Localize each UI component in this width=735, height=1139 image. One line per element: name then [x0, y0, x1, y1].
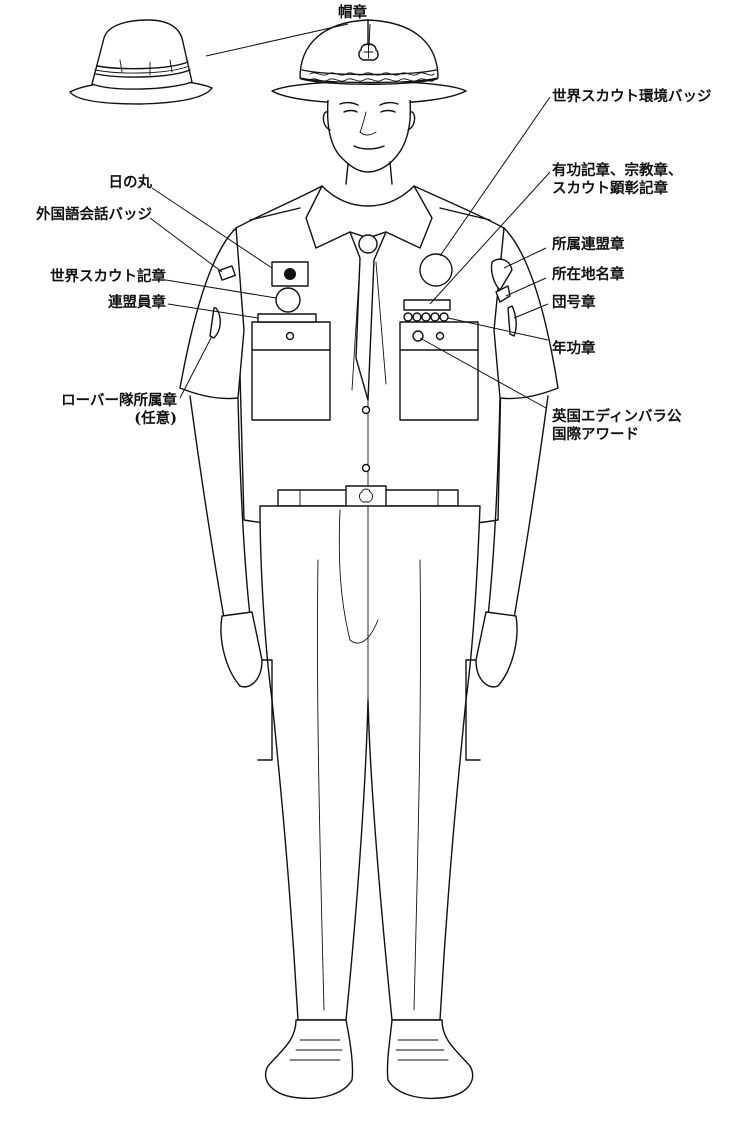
- duke-award-label-line2: 国際アワード: [552, 426, 639, 443]
- hinomaru-label: 日の丸: [108, 174, 153, 191]
- rover-badge-label-line2: (任意): [134, 410, 177, 427]
- service-stars-label: 年功章: [552, 340, 596, 357]
- leader-lines: [149, 23, 551, 409]
- hat-badge-label: 帽章: [338, 4, 367, 21]
- troop-number-badge-label: 団号章: [552, 294, 596, 311]
- belt-drawing: [277, 485, 459, 511]
- arms-drawing: [189, 395, 549, 688]
- foreign-language-badge-label: 外国語会話バッジ: [36, 206, 152, 223]
- world-scout-emblem-label: 世界スカウト記章: [50, 268, 166, 285]
- worn-hat-drawing: [271, 19, 467, 105]
- side-hat-drawing: [69, 19, 213, 105]
- merit-badges-label-line1: 有功記章、宗教章、: [552, 162, 683, 179]
- location-badge-label: 所在地名章: [552, 266, 625, 283]
- shirt-drawing: [179, 185, 559, 529]
- pants-drawing: [255, 505, 483, 1021]
- federation-badge-label: 所属連盟章: [552, 236, 625, 253]
- rover-badge-label-line1: ローバー隊所属章: [61, 392, 177, 409]
- shoes-drawing: [264, 1019, 474, 1100]
- head-drawing: [322, 99, 416, 185]
- duke-award-label-line1: 英国エディンバラ公: [552, 408, 682, 425]
- merit-badges-label-line2: スカウト顕彰記章: [552, 180, 668, 197]
- world-env-badge-label: 世界スカウト環境バッジ: [552, 88, 712, 105]
- federation-member-badge-label: 連盟員章: [108, 294, 166, 311]
